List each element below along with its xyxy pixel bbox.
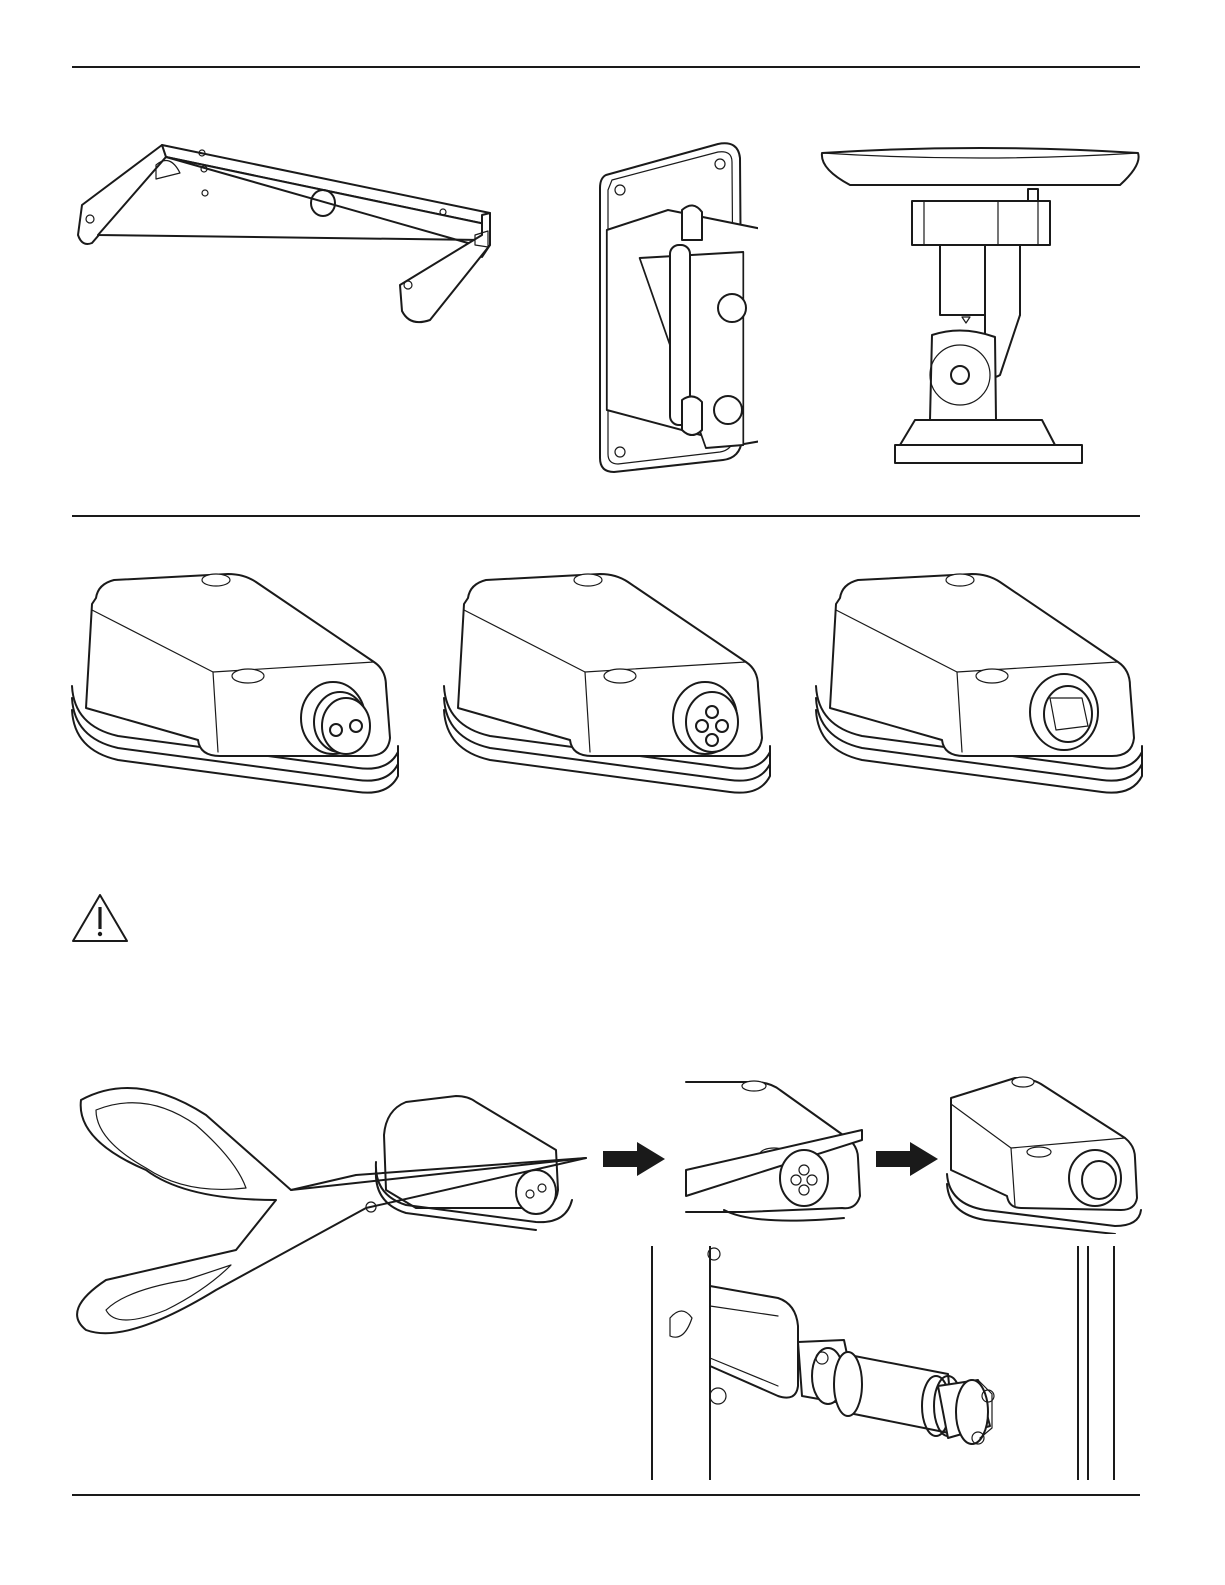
scissors-drawing: [66, 1080, 596, 1365]
opened-terminal-box-drawing: [945, 1074, 1145, 1234]
u-bracket-drawing: [70, 135, 500, 330]
cut-terminal-box-drawing: [684, 1078, 869, 1226]
conduit-fitting-drawing: [648, 1246, 1120, 1480]
arrow-right-icon: [603, 1142, 665, 1176]
terminal-box-4-pin-drawing: [440, 570, 780, 800]
wall-mount-bracket-drawing: [598, 140, 758, 475]
terminal-box-2-pin-drawing: [68, 570, 408, 800]
middle-rule: [72, 515, 1140, 517]
warning-triangle-icon: [70, 892, 130, 944]
arrow-right-icon: [876, 1142, 938, 1176]
terminal-box-conduit-drawing: [812, 570, 1152, 800]
top-rule: [72, 66, 1140, 68]
ceiling-mount-drawing: [820, 145, 1145, 470]
bottom-rule: [72, 1494, 1140, 1496]
